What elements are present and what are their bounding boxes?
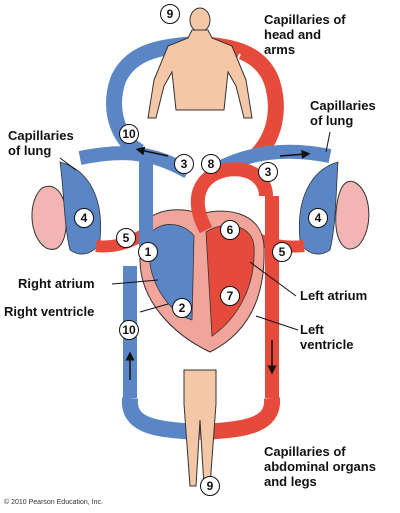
label-line: ventricle xyxy=(300,337,354,352)
label-capillaries-abdominal-legs: Capillaries of abdominal organs and legs xyxy=(264,444,376,489)
step-8: 8 xyxy=(201,154,221,174)
label-line: and legs xyxy=(264,474,317,489)
step-9-top: 9 xyxy=(160,4,180,24)
flow-arrow-lung-right xyxy=(279,149,311,159)
lower-body-figure xyxy=(183,369,217,487)
step-5-left: 5 xyxy=(116,228,136,248)
label-line: Left xyxy=(300,322,324,337)
heart-graphic xyxy=(139,209,265,353)
pointer-left-ventricle xyxy=(255,315,299,331)
label-left-ventricle: Left ventricle xyxy=(300,322,353,352)
label-capillaries-head-arms: Capillaries of head and arms xyxy=(264,12,346,57)
upper-body-figure xyxy=(147,7,253,119)
step-4-right: 4 xyxy=(308,208,328,228)
step-5-right: 5 xyxy=(272,242,292,262)
label-left-atrium: Left atrium xyxy=(300,288,368,303)
label-line: Capillaries of xyxy=(264,444,346,459)
lung-left-graphic xyxy=(31,161,102,255)
step-7: 7 xyxy=(220,286,240,306)
label-line: Capillaries of xyxy=(264,12,346,27)
step-10-upper: 10 xyxy=(119,124,139,144)
label-capillaries-lung-left: Capillaries of lung xyxy=(8,128,74,158)
label-line: abdominal organs xyxy=(264,459,376,474)
step-3-right: 3 xyxy=(258,162,278,182)
pointer-lung-right xyxy=(325,131,331,153)
step-9-bottom: 9 xyxy=(200,476,220,496)
lower-capillary-arch-red xyxy=(199,397,281,440)
label-line: of lung xyxy=(8,143,52,158)
pointer-lung-left xyxy=(59,157,77,171)
step-2: 2 xyxy=(172,298,192,318)
label-capillaries-lung-right: Capillaries of lung xyxy=(310,98,376,128)
aorta-arch xyxy=(190,162,273,234)
label-line: of lung xyxy=(310,113,354,128)
label-right-atrium: Right atrium xyxy=(18,276,95,291)
step-3-left: 3 xyxy=(174,154,194,174)
step-10-lower: 10 xyxy=(119,320,139,340)
step-1: 1 xyxy=(138,242,158,262)
pointer-right-ventricle xyxy=(139,303,169,313)
label-line: arms xyxy=(264,42,296,57)
pulmonary-artery-left xyxy=(78,146,192,179)
step-4-left: 4 xyxy=(74,208,94,228)
lung-right-graphic xyxy=(298,161,370,255)
label-line: Capillaries xyxy=(310,98,376,113)
label-right-ventricle: Right ventricle xyxy=(4,304,95,319)
label-line: Capillaries xyxy=(8,128,74,143)
flow-arrow-lung-left xyxy=(135,146,169,157)
label-line: head and xyxy=(264,27,322,42)
pointer-left-atrium xyxy=(249,261,297,297)
step-6: 6 xyxy=(220,220,240,240)
copyright-notice: © 2010 Pearson Education, Inc. xyxy=(4,499,103,506)
pointer-right-atrium xyxy=(111,279,159,285)
